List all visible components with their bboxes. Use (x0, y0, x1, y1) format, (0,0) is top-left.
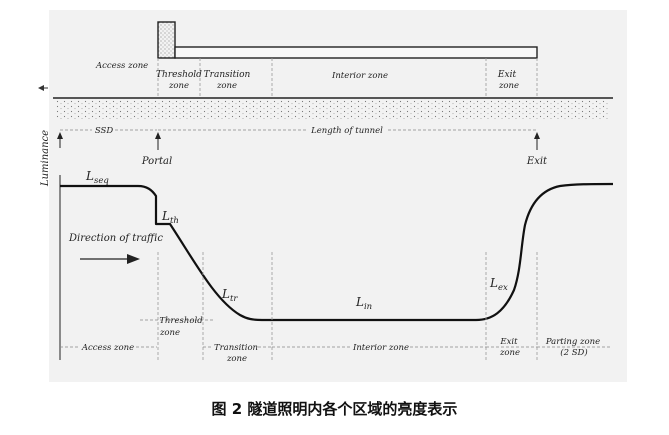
bottom-label-exit-1: Exit (499, 337, 518, 347)
figure-caption: 图 2 隧道照明内各个区域的亮度表示 (211, 400, 458, 418)
top-zone-dividers (157, 58, 538, 98)
top-label-transition-2: zone (216, 81, 237, 91)
bottom-label-transition-2: zone (226, 354, 247, 364)
top-label-exit-1: Exit (497, 70, 517, 80)
label-luminance: Luminance (40, 130, 51, 187)
label-exit: Exit (526, 156, 548, 167)
label-ssd: SSD (95, 126, 113, 136)
tunnel-roof (174, 46, 538, 59)
label-l-tr: Ltr (221, 287, 238, 304)
top-label-access-zone: Access zone (95, 61, 148, 71)
bottom-label-transition-1: Transition (214, 343, 258, 353)
traffic-arrow-icon (127, 254, 140, 264)
label-portal: Portal (141, 156, 172, 167)
top-label-exit-2: zone (498, 81, 519, 91)
label-l-th: Lth (161, 209, 179, 226)
label-l-seq: Lseq (85, 169, 109, 186)
top-label-transition-1: Transition (204, 70, 251, 80)
bottom-label-parting-2: (2 SD) (560, 347, 587, 358)
top-label-threshold-1: Threshold (156, 70, 202, 80)
bottom-label-threshold-2: zone (159, 328, 180, 338)
label-length-of-tunnel: Length of tunnel (310, 126, 383, 136)
observer-eye-icon (38, 85, 44, 91)
bottom-label-access-zone: Access zone (81, 343, 134, 353)
label-l-ex: Lex (489, 276, 508, 293)
arrow-observer-icon (57, 132, 63, 139)
arrow-portal-icon (155, 132, 161, 139)
tunnel-entrance-block (157, 21, 176, 59)
top-label-threshold-2: zone (168, 81, 189, 91)
road-surface (55, 99, 610, 119)
bottom-zone-dividers (157, 252, 538, 360)
bottom-label-threshold-1: Threshold (159, 316, 203, 326)
label-l-in: Lin (355, 295, 372, 312)
top-label-interior: Interior zone (331, 71, 388, 81)
bottom-label-parting-1: Parting zone (545, 337, 600, 347)
arrow-exit-icon (534, 132, 540, 139)
bottom-label-exit-2: zone (499, 348, 520, 358)
label-direction-of-traffic: Direction of traffic (68, 233, 163, 244)
bottom-label-interior: Interior zone (352, 343, 409, 353)
luminance-curve (60, 182, 614, 322)
